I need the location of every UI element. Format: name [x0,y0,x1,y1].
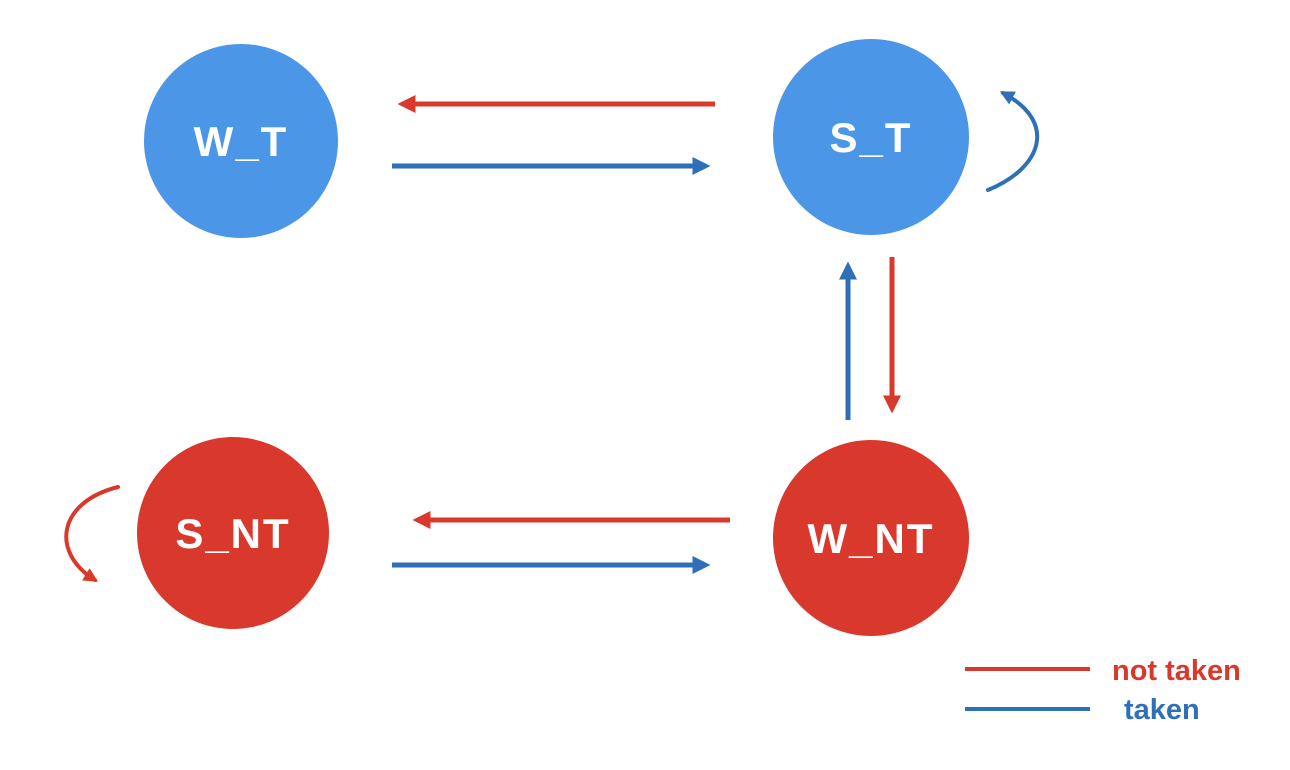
self-loop-snt-not-taken [64,485,120,582]
legend-label-not-taken: not taken [1112,655,1241,687]
legend: not taken taken [965,655,1241,726]
state-circle-wt [144,44,338,238]
state-node-wt: W_T [144,44,338,238]
state-circle-st [773,39,969,235]
state-label-wt: W_T [194,118,289,165]
legend-label-taken: taken [1124,694,1200,726]
state-label-snt: S_NT [175,510,290,557]
state-circle-wnt [773,440,969,636]
state-label-st: S_T [829,114,912,161]
state-node-snt: S_NT [137,437,329,629]
state-label-wnt: W_NT [808,515,935,562]
state-circle-snt [137,437,329,629]
state-node-wnt: W_NT [773,440,969,636]
state-node-st: S_T [773,39,969,235]
self-loop-st-taken [986,91,1040,192]
